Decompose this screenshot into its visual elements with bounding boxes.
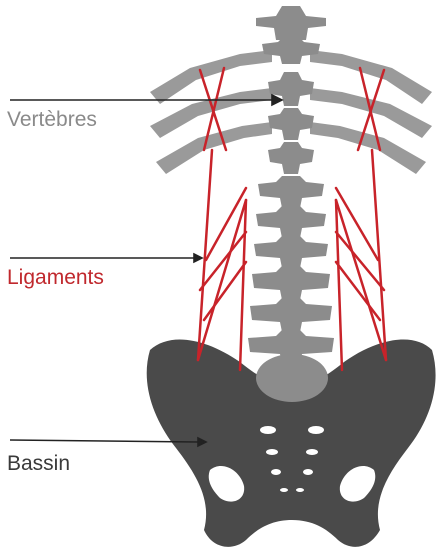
vertebra-4 xyxy=(268,108,314,140)
vertebra-10 xyxy=(250,298,332,332)
leader-ligaments-arrowhead xyxy=(194,254,202,262)
leader-pelvis xyxy=(10,440,198,442)
ligaments-label: Ligaments xyxy=(7,266,104,290)
leader-vertebrae-arrowhead xyxy=(272,95,282,105)
vertebra-8 xyxy=(254,236,328,268)
vertebra-7 xyxy=(256,206,326,238)
pelvis xyxy=(147,340,436,547)
vertebra-5 xyxy=(268,142,314,174)
vertebra-9 xyxy=(252,266,330,300)
pelvis-label: Bassin xyxy=(7,452,70,476)
sacrum xyxy=(256,354,328,402)
vertebra-top xyxy=(256,6,326,40)
vertebra-6 xyxy=(258,176,324,208)
vertebrae-label: Vertèbres xyxy=(7,108,97,132)
